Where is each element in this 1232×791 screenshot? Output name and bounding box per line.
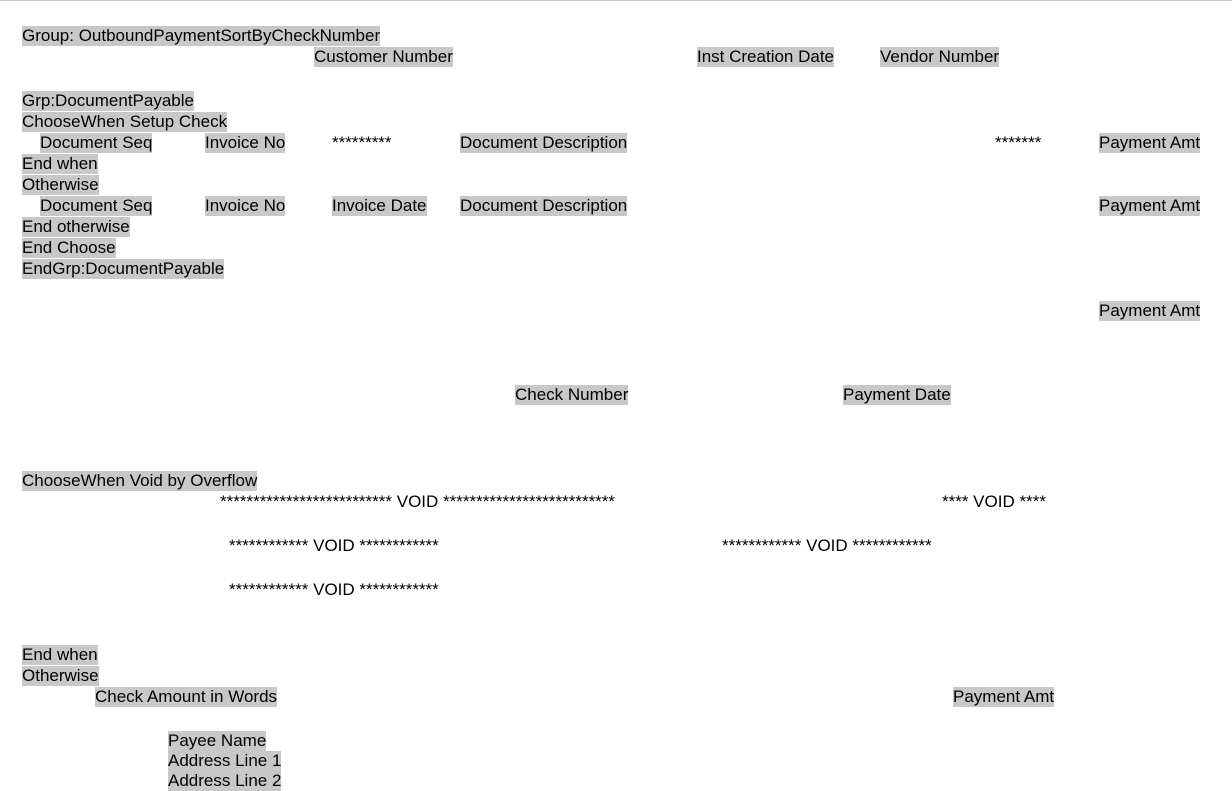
customer-number-field[interactable]: Customer Number bbox=[314, 47, 453, 67]
end-grp-document-payable-field[interactable]: EndGrp:DocumentPayable bbox=[22, 259, 225, 279]
void-line-1: ************ VOID ************ bbox=[229, 536, 439, 555]
address-line-2-field[interactable]: Address Line 2 bbox=[168, 771, 282, 791]
setup-invoice-no-field[interactable]: Invoice No bbox=[205, 133, 286, 153]
total-payment-amt-field[interactable]: Payment Amt bbox=[1099, 301, 1201, 321]
setup-amount-mask: ******* bbox=[995, 133, 1042, 152]
setup-document-description-field[interactable]: Document Description bbox=[460, 133, 628, 153]
setup-date-mask: ********* bbox=[332, 133, 392, 152]
end-choose-field[interactable]: End Choose bbox=[22, 238, 116, 258]
setup-payment-amt-field[interactable]: Payment Amt bbox=[1099, 133, 1201, 153]
end-otherwise-field[interactable]: End otherwise bbox=[22, 217, 130, 237]
payment-amt-field[interactable]: Payment Amt bbox=[1099, 196, 1201, 216]
void-line-long: ************************** VOID ********… bbox=[220, 492, 616, 511]
void-line-2: ************ VOID ************ bbox=[722, 536, 932, 555]
end-when-void-field[interactable]: End when bbox=[22, 645, 98, 665]
document-description-field[interactable]: Document Description bbox=[460, 196, 628, 216]
invoice-date-field[interactable]: Invoice Date bbox=[332, 196, 427, 216]
otherwise-field[interactable]: Otherwise bbox=[22, 175, 99, 195]
document-seq-field[interactable]: Document Seq bbox=[40, 196, 153, 216]
group-header-field[interactable]: Group: OutboundPaymentSortByCheckNumber bbox=[22, 26, 381, 46]
inst-creation-date-field[interactable]: Inst Creation Date bbox=[697, 47, 835, 67]
check-amount-in-words-field[interactable]: Check Amount in Words bbox=[95, 687, 278, 707]
grp-document-payable-field[interactable]: Grp:DocumentPayable bbox=[22, 91, 194, 111]
payment-date-field[interactable]: Payment Date bbox=[843, 385, 951, 405]
setup-document-seq-field[interactable]: Document Seq bbox=[40, 133, 153, 153]
choose-when-void-field[interactable]: ChooseWhen Void by Overflow bbox=[22, 471, 258, 491]
check-number-field[interactable]: Check Number bbox=[515, 385, 629, 405]
end-when-field[interactable]: End when bbox=[22, 154, 98, 174]
address-line-1-field[interactable]: Address Line 1 bbox=[168, 751, 282, 771]
void-line-3: ************ VOID ************ bbox=[229, 580, 439, 599]
payee-name-field[interactable]: Payee Name bbox=[168, 731, 267, 751]
void-amount: **** VOID **** bbox=[942, 492, 1046, 511]
otherwise-void-field[interactable]: Otherwise bbox=[22, 666, 99, 686]
choose-when-setup-check-field[interactable]: ChooseWhen Setup Check bbox=[22, 112, 228, 132]
top-border bbox=[0, 0, 1232, 1]
check-payment-amt-field[interactable]: Payment Amt bbox=[953, 687, 1055, 707]
vendor-number-field[interactable]: Vendor Number bbox=[880, 47, 1000, 67]
invoice-no-field[interactable]: Invoice No bbox=[205, 196, 286, 216]
